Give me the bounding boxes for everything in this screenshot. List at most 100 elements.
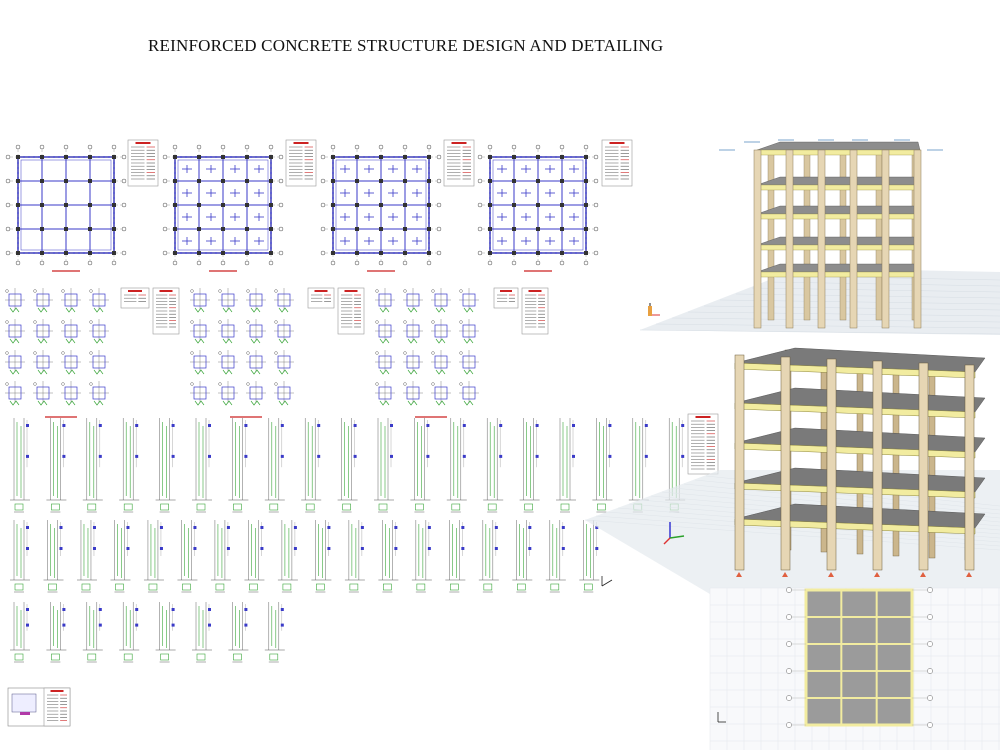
grid-bubble xyxy=(378,260,384,266)
grid-bubble xyxy=(593,250,599,256)
legend-box xyxy=(493,287,519,309)
column-mark xyxy=(512,251,516,255)
column-mark xyxy=(560,179,564,183)
footing xyxy=(8,355,22,369)
column-mark xyxy=(379,227,383,231)
grid-bubble xyxy=(121,226,127,232)
grid-bubble xyxy=(927,668,933,674)
frame-3d-view-bottom xyxy=(584,347,1000,600)
footing xyxy=(36,386,50,400)
column-mark xyxy=(16,179,20,183)
column-mark xyxy=(512,203,516,207)
floor-plan xyxy=(320,144,442,272)
column-detail xyxy=(311,520,332,593)
column-detail xyxy=(46,602,67,663)
column-mark xyxy=(197,203,201,207)
column-detail xyxy=(82,418,103,513)
column-mark xyxy=(560,227,564,231)
column-mark xyxy=(355,155,359,159)
column-detail xyxy=(192,602,212,663)
grid-bubble xyxy=(927,695,933,701)
footing xyxy=(249,386,263,400)
footing xyxy=(92,324,106,338)
legend-box xyxy=(443,139,475,187)
grid-bubble xyxy=(278,202,284,208)
column-detail xyxy=(110,520,131,593)
column-mark xyxy=(512,179,516,183)
grid-bubble xyxy=(487,144,493,150)
column-detail xyxy=(10,520,30,593)
column-mark xyxy=(221,179,225,183)
grid-bubble xyxy=(268,144,274,150)
grid-bubble xyxy=(354,260,360,266)
grid-bubble xyxy=(320,154,326,160)
footing xyxy=(221,324,235,338)
grid-bubble xyxy=(278,178,284,184)
grid-bubble xyxy=(196,260,202,266)
grid-bubble xyxy=(39,260,45,266)
footing xyxy=(249,355,263,369)
column-mark xyxy=(16,155,20,159)
column-mark xyxy=(488,227,492,231)
footing xyxy=(64,386,78,400)
grid-bubble xyxy=(426,144,432,150)
column-mark xyxy=(331,251,335,255)
grid-bubble xyxy=(927,641,933,647)
footing-plan xyxy=(190,288,294,418)
column-detail xyxy=(244,520,265,593)
column-mark xyxy=(536,203,540,207)
column-detail xyxy=(337,418,358,513)
footing xyxy=(378,324,392,338)
column-mark xyxy=(355,251,359,255)
column-mark xyxy=(88,155,92,159)
footing xyxy=(277,355,291,369)
column-mark xyxy=(40,203,44,207)
grid-bubble xyxy=(511,144,517,150)
column-mark xyxy=(512,227,516,231)
footing xyxy=(64,293,78,307)
grid-bubble xyxy=(320,202,326,208)
grid-bubble xyxy=(583,260,589,266)
slab xyxy=(756,141,921,151)
column-detail xyxy=(374,418,394,513)
column xyxy=(767,147,775,321)
grid-bubble xyxy=(268,260,274,266)
beam xyxy=(756,184,921,191)
grid-bubble xyxy=(320,178,326,184)
column-detail xyxy=(592,418,613,513)
grid-bubble xyxy=(121,202,127,208)
column xyxy=(803,147,811,321)
footing xyxy=(406,386,420,400)
column xyxy=(817,149,826,329)
grid-bubble xyxy=(436,250,442,256)
column xyxy=(918,362,929,571)
support xyxy=(920,572,926,577)
slab-plan xyxy=(709,587,1000,750)
legend-box xyxy=(120,287,150,309)
support xyxy=(874,572,880,577)
column-mark xyxy=(331,179,335,183)
grid-bubble xyxy=(15,260,21,266)
column-mark xyxy=(221,155,225,159)
footing xyxy=(277,324,291,338)
column-detail xyxy=(143,520,164,593)
column-mark xyxy=(173,227,177,231)
column-mark xyxy=(16,227,20,231)
column-detail xyxy=(344,520,365,593)
column-mark xyxy=(403,203,407,207)
column-detail xyxy=(301,418,322,513)
column xyxy=(753,149,762,329)
footing xyxy=(249,293,263,307)
column-mark xyxy=(536,179,540,183)
column-mark xyxy=(197,155,201,159)
column-mark xyxy=(112,203,116,207)
grid-bubble xyxy=(330,260,336,266)
footing xyxy=(92,386,106,400)
column-mark xyxy=(488,251,492,255)
grid-bubble xyxy=(378,144,384,150)
grid-bubble xyxy=(786,587,792,593)
column-mark xyxy=(173,155,177,159)
column-mark xyxy=(584,155,588,159)
footing xyxy=(8,324,22,338)
column xyxy=(872,360,883,571)
